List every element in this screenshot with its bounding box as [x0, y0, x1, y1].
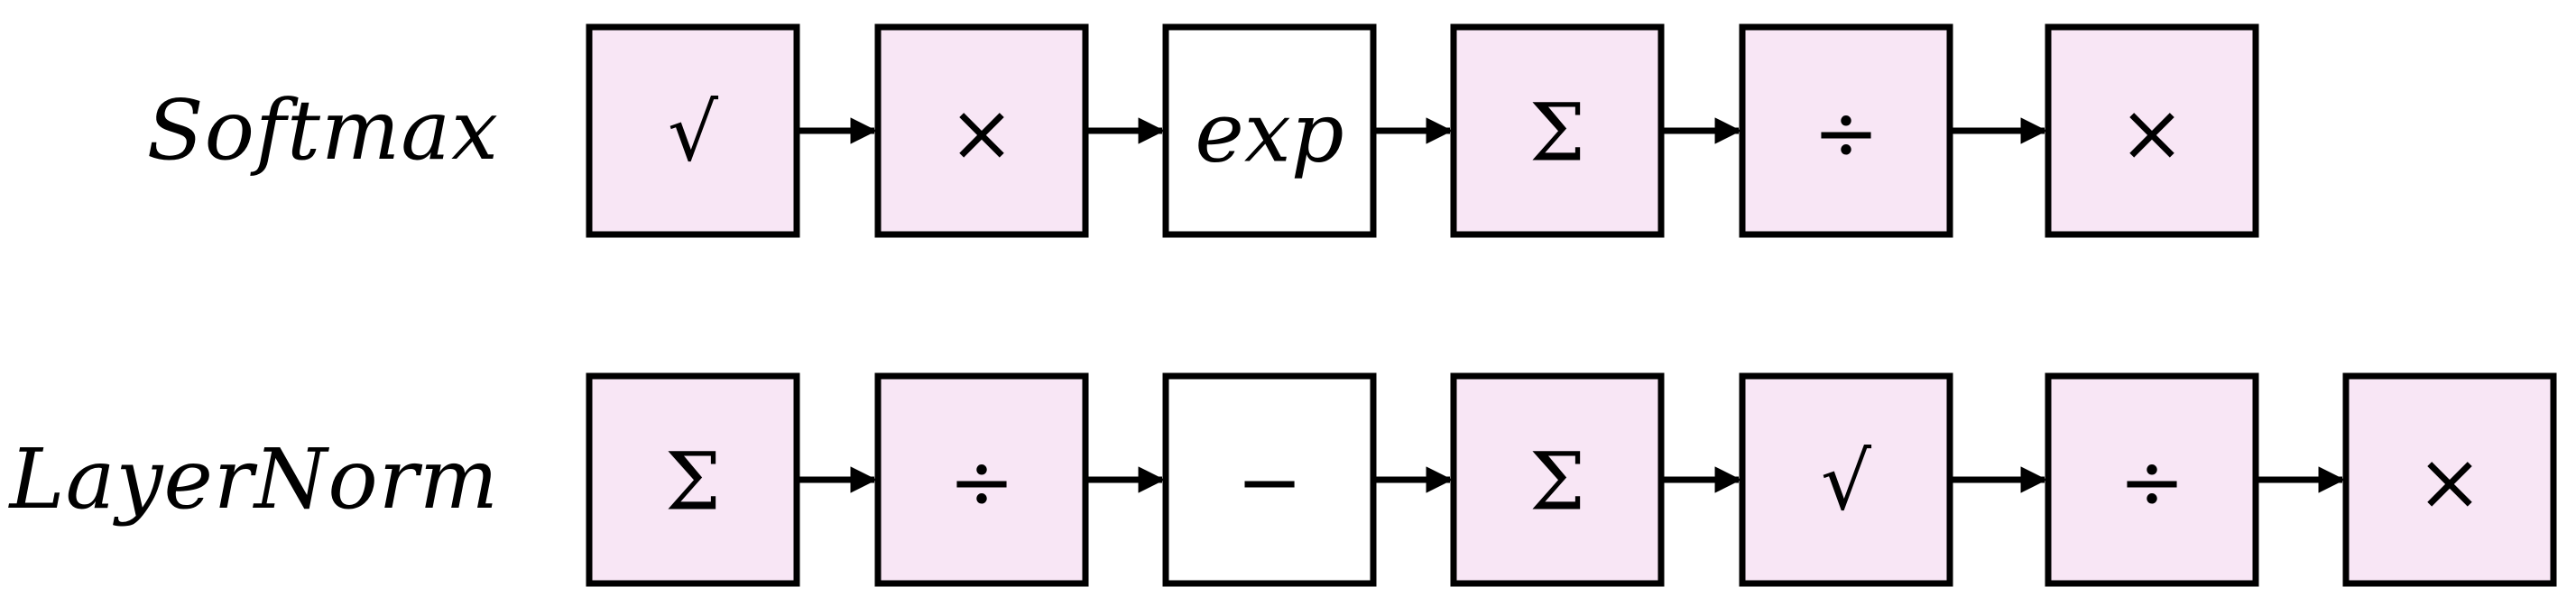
- op-box: [1739, 372, 1953, 587]
- op-symbol: ×: [2416, 436, 2483, 528]
- softmax-pipeline: √ × exp Σ ÷ ×: [586, 23, 2259, 238]
- sqrt-op-node: √: [586, 23, 800, 238]
- divide-op-node: ÷: [2045, 372, 2259, 587]
- exp-op-node: exp: [1162, 23, 1377, 238]
- sum-op-node: Σ: [1450, 23, 1665, 238]
- op-symbol: ×: [948, 87, 1015, 179]
- op-box: [586, 372, 800, 587]
- op-box: [874, 23, 1089, 238]
- op-symbol: ÷: [1813, 87, 1879, 179]
- op-symbol: Σ: [1529, 87, 1585, 179]
- multiply-op-node: ×: [2342, 372, 2557, 587]
- op-box: [1162, 23, 1377, 238]
- op-symbol: √: [1821, 436, 1872, 528]
- layernorm-pipeline: Σ ÷ − Σ √ ÷ ×: [586, 372, 2557, 587]
- sum-op-node: Σ: [1450, 372, 1665, 587]
- op-box: [2045, 23, 2259, 238]
- sqrt-op-node: √: [1739, 372, 1953, 587]
- subtract-op-node: −: [1162, 372, 1377, 587]
- divide-op-node: ÷: [874, 372, 1089, 587]
- op-symbol: Σ: [665, 436, 721, 528]
- op-box: [1450, 23, 1665, 238]
- op-symbol: ÷: [948, 436, 1015, 528]
- op-symbol: Σ: [1529, 436, 1585, 528]
- op-symbol: ×: [2119, 87, 2185, 179]
- multiply-op-node: ×: [2045, 23, 2259, 238]
- multiply-op-node: ×: [874, 23, 1089, 238]
- op-symbol: exp: [1195, 85, 1343, 181]
- op-symbol: −: [1236, 436, 1303, 528]
- sum-op-node: Σ: [586, 372, 800, 587]
- op-box: [1162, 372, 1377, 587]
- op-box: [2342, 372, 2557, 587]
- op-symbol: ÷: [2119, 436, 2185, 528]
- row-label-softmax: Softmax: [147, 82, 499, 179]
- op-symbol: √: [668, 87, 719, 179]
- row-label-layernorm: LayerNorm: [8, 431, 499, 528]
- divide-op-node: ÷: [1739, 23, 1953, 238]
- op-box: [874, 372, 1089, 587]
- op-box: [586, 23, 800, 238]
